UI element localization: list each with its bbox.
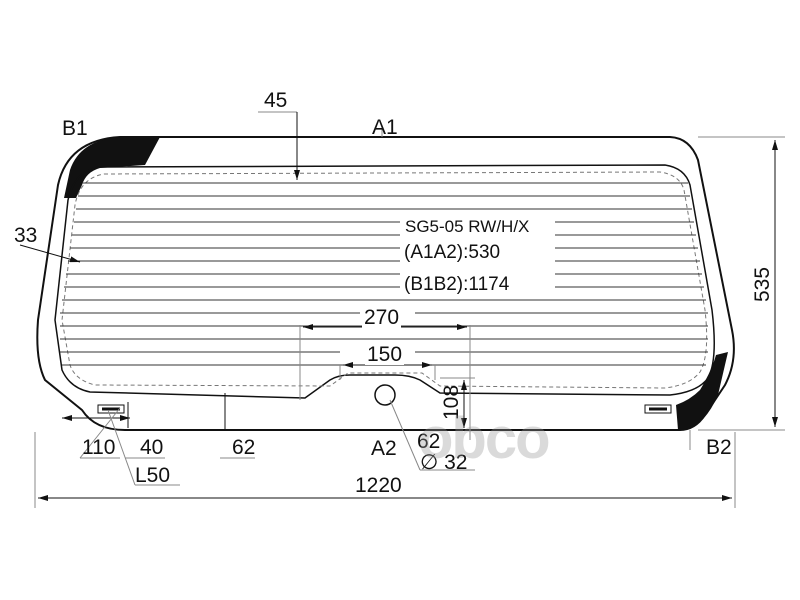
dim-bracket-length: L50 xyxy=(135,464,171,487)
dim-bracket-height: 40 xyxy=(140,436,164,459)
glass-outline xyxy=(36,136,735,431)
heated-area-outline xyxy=(54,164,715,399)
part-b1b2: (B1B2):1174 xyxy=(402,274,512,295)
watermark: obco xyxy=(418,406,551,471)
dim-hole-diameter: ∅ 32 xyxy=(420,451,468,474)
part-a1a2: (A1A2):530 xyxy=(402,242,503,263)
dim-bottom-band-left: 62 xyxy=(232,436,256,459)
dimension-lines xyxy=(19,111,785,508)
part-code: SG5-05 RW/H/X xyxy=(403,217,532,236)
dim-top-band: 45 xyxy=(264,89,288,112)
dim-notch-inner: 150 xyxy=(365,343,405,366)
dim-bottom-band-center: 62 xyxy=(417,430,441,453)
ceramic-corner-b1 xyxy=(64,137,160,198)
point-label-a2: A2 xyxy=(371,437,397,460)
dim-height: 535 xyxy=(751,266,774,302)
dim-side-band: 33 xyxy=(14,224,38,247)
dim-bracket-offset: 110 xyxy=(82,436,116,459)
point-label-a1: A1 xyxy=(372,116,398,139)
ceramic-corner-b2 xyxy=(676,352,728,430)
dim-width: 1220 xyxy=(355,474,402,497)
dim-notch-outer: 270 xyxy=(362,306,402,329)
point-label-b1: B1 xyxy=(62,117,88,140)
heater-grid xyxy=(60,182,708,366)
point-label-b2: B2 xyxy=(706,436,732,459)
mirror-hole xyxy=(374,384,396,406)
